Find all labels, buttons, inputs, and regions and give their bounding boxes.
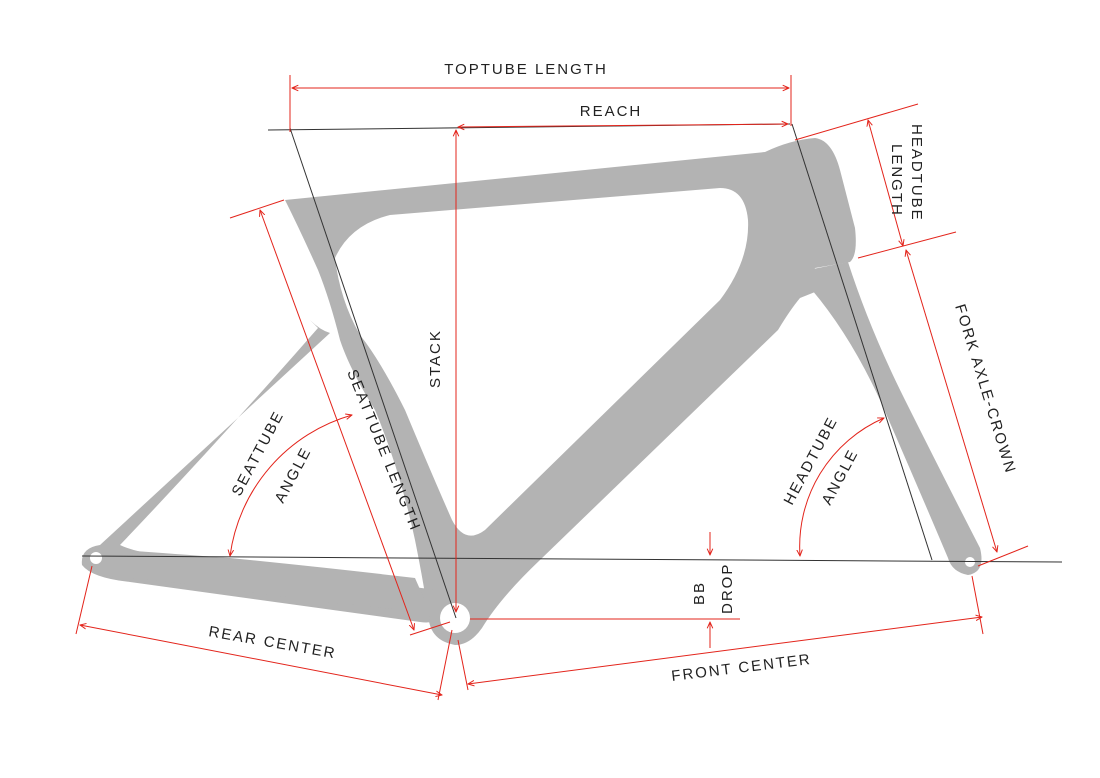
front-center-line	[468, 617, 982, 684]
headtube-angle-label-line2: ANGLE	[819, 446, 863, 508]
headtube-length-label-line1: HEADTUBE	[908, 124, 925, 222]
main-triangle	[285, 138, 856, 645]
seattube-angle-arc	[230, 415, 352, 556]
fork-axle-crown-line	[906, 250, 997, 552]
headtube-length-label-line2: LENGTH	[888, 144, 905, 217]
reach-line	[458, 124, 788, 127]
fork-axle-crown-label: FORK AXLE-CROWN	[951, 302, 1019, 476]
headtube-angle-arc	[800, 418, 884, 556]
stack-label: STACK	[427, 329, 444, 388]
headtube-length-line	[868, 120, 903, 246]
rear-dropout-hole	[90, 552, 102, 564]
front-center-label: FRONT CENTER	[670, 651, 812, 685]
rear-center-label: REAR CENTER	[207, 623, 338, 662]
front-dropout-hole	[965, 557, 975, 567]
dimension-lines	[75, 75, 1029, 701]
bike-frame	[81, 138, 982, 645]
bb-drop-label-line2: DROP	[719, 563, 736, 614]
reach-label: REACH	[580, 103, 643, 120]
bb-drop-label-line1: BB	[691, 581, 708, 605]
rear-center-line	[80, 625, 442, 695]
bottom-bracket-hole	[440, 603, 470, 633]
toptube-length-label: TOPTUBE LENGTH	[444, 61, 608, 78]
seattube-angle-label-line2: ANGLE	[272, 444, 316, 506]
